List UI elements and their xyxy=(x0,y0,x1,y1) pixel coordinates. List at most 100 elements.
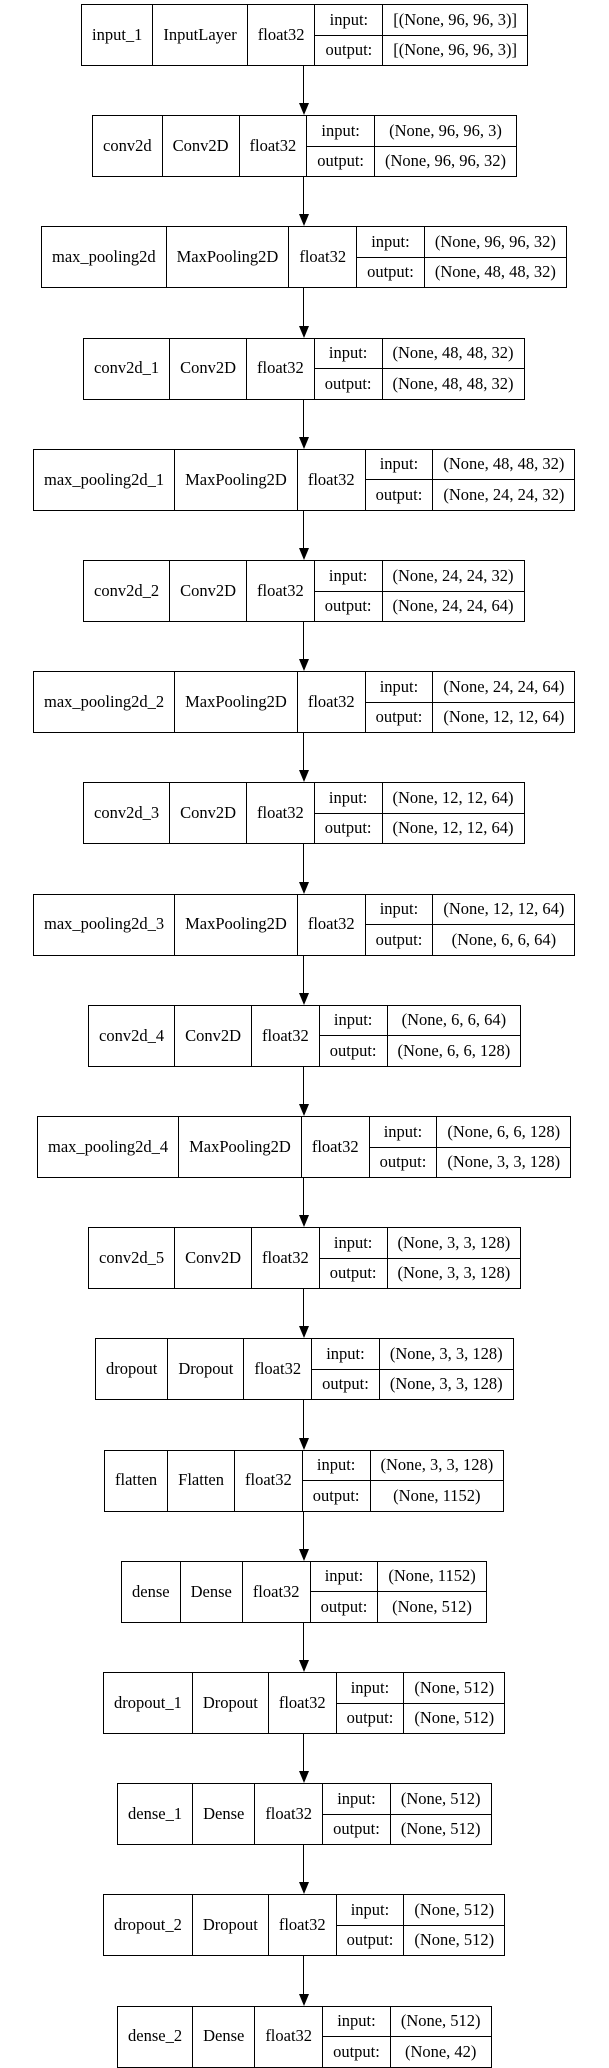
io-labels: input:output: xyxy=(307,116,376,177)
input-label: input: xyxy=(350,1677,390,1697)
output-shape: (None, 42) xyxy=(390,2036,491,2067)
layer-class: Conv2D xyxy=(163,116,240,177)
input-label: input: xyxy=(383,1121,423,1141)
arrow-head-icon xyxy=(299,992,309,1005)
layer-dtype: float32 xyxy=(240,116,308,177)
connector-line xyxy=(303,1845,305,1884)
layer-dtype: float32 xyxy=(298,894,366,955)
output-label: output: xyxy=(369,1146,437,1178)
layer-name: input_1 xyxy=(82,5,154,65)
arrow-head-icon xyxy=(299,1660,309,1672)
output-shape: [(None, 96, 96, 3)] xyxy=(383,34,527,66)
connector-line xyxy=(303,1400,305,1439)
output-shape: (None, 6, 6, 64) xyxy=(433,924,575,955)
layer-dtype: float32 xyxy=(298,672,366,733)
output-label: output: xyxy=(315,34,383,66)
connector-line xyxy=(303,733,305,772)
layer-class: Conv2D xyxy=(170,338,247,399)
io-labels: input:output: xyxy=(314,783,383,844)
output-shape: (None, 512) xyxy=(404,1702,505,1734)
arrow-head-icon xyxy=(299,881,309,894)
io-values: (None, 48, 48, 32)(None, 48, 48, 32) xyxy=(382,339,524,399)
layer-dtype: float32 xyxy=(235,1450,303,1511)
layer-name: flatten xyxy=(105,1450,169,1511)
output-shape: (None, 12, 12, 64) xyxy=(382,812,524,844)
io-labels: input:output: xyxy=(357,227,425,288)
layer-name: conv2d_5 xyxy=(89,1228,176,1289)
layer-name: max_pooling2d_3 xyxy=(34,894,176,955)
connector-line xyxy=(303,1289,305,1328)
arrow-head-icon xyxy=(299,770,309,783)
arrow-head-icon xyxy=(299,103,309,116)
layer-name: conv2d xyxy=(93,116,163,177)
output-shape: (None, 512) xyxy=(378,1591,486,1622)
io-values: (None, 3, 3, 128)(None, 1152) xyxy=(370,1451,504,1511)
input-shape: (None, 3, 3, 128) xyxy=(389,1343,503,1363)
layer-name: max_pooling2d_1 xyxy=(34,449,176,510)
layer-class: Dropout xyxy=(193,1673,269,1733)
connector-line xyxy=(303,1066,305,1105)
arrow-head-icon xyxy=(299,436,309,449)
io-values: (None, 24, 24, 64)(None, 12, 12, 64) xyxy=(433,672,575,732)
output-label: output: xyxy=(357,256,424,288)
input-label: input: xyxy=(326,1343,365,1363)
io-values: (None, 512)(None, 512) xyxy=(390,1784,491,1844)
input-label: input: xyxy=(333,1232,373,1252)
io-values: (None, 512)(None, 42) xyxy=(390,2007,491,2067)
output-shape: (None, 3, 3, 128) xyxy=(379,1368,513,1400)
layer-name: dropout_2 xyxy=(104,1895,193,1956)
layer-class: Conv2D xyxy=(170,561,247,621)
input-shape: (None, 12, 12, 64) xyxy=(392,787,514,807)
output-label: output: xyxy=(319,1257,387,1289)
layer-class: InputLayer xyxy=(153,5,248,65)
output-label: output: xyxy=(302,1480,370,1511)
input-shape: (None, 6, 6, 128) xyxy=(447,1121,561,1141)
input-label: input: xyxy=(379,454,419,474)
layer-class: Dropout xyxy=(193,1895,269,1956)
io-values: (None, 1152)(None, 512) xyxy=(378,1562,486,1622)
arrow-head-icon xyxy=(299,214,309,227)
input-label: input: xyxy=(328,343,368,363)
connector-line xyxy=(303,1956,305,1995)
connector-line xyxy=(303,1178,305,1217)
layer-class: Dropout xyxy=(168,1339,245,1400)
input-label: input: xyxy=(337,1788,376,1808)
output-shape: (None, 96, 96, 32) xyxy=(375,145,516,177)
io-values: (None, 3, 3, 128) (None, 3, 3, 128) xyxy=(379,1339,513,1400)
layer-dtype: float32 xyxy=(255,2006,324,2067)
output-label: output: xyxy=(365,479,433,510)
input-shape: (None, 6, 6, 64) xyxy=(401,1010,507,1030)
output-label: output: xyxy=(365,924,433,955)
layer-name: max_pooling2d xyxy=(42,227,167,288)
layer-dtype: float32 xyxy=(269,1673,337,1733)
layer-dtype: float32 xyxy=(298,449,366,510)
arrow-head-icon xyxy=(299,548,309,560)
layer-dtype: float32 xyxy=(243,1561,311,1622)
layer-dtype: float32 xyxy=(247,783,315,844)
input-label: input: xyxy=(316,1455,356,1475)
layer-dtype: float32 xyxy=(302,1117,370,1177)
layer-class: MaxPooling2D xyxy=(175,894,298,955)
arrow-head-icon xyxy=(299,1548,309,1561)
connector-line xyxy=(303,177,305,216)
io-labels: input:output: xyxy=(336,1895,405,1956)
layer-dtype: float32 xyxy=(269,1895,337,1956)
layer-class: MaxPooling2D xyxy=(179,1117,302,1177)
input-shape: [(None, 96, 96, 3)] xyxy=(393,9,517,29)
output-shape: (None, 48, 48, 32) xyxy=(424,256,566,288)
layer-name: max_pooling2d_2 xyxy=(34,672,176,733)
output-shape: (None, 3, 3, 128) xyxy=(437,1146,571,1178)
arrow-head-icon xyxy=(299,659,309,672)
layer-class: Dense xyxy=(193,1784,256,1845)
layer-class: MaxPooling2D xyxy=(175,449,298,510)
